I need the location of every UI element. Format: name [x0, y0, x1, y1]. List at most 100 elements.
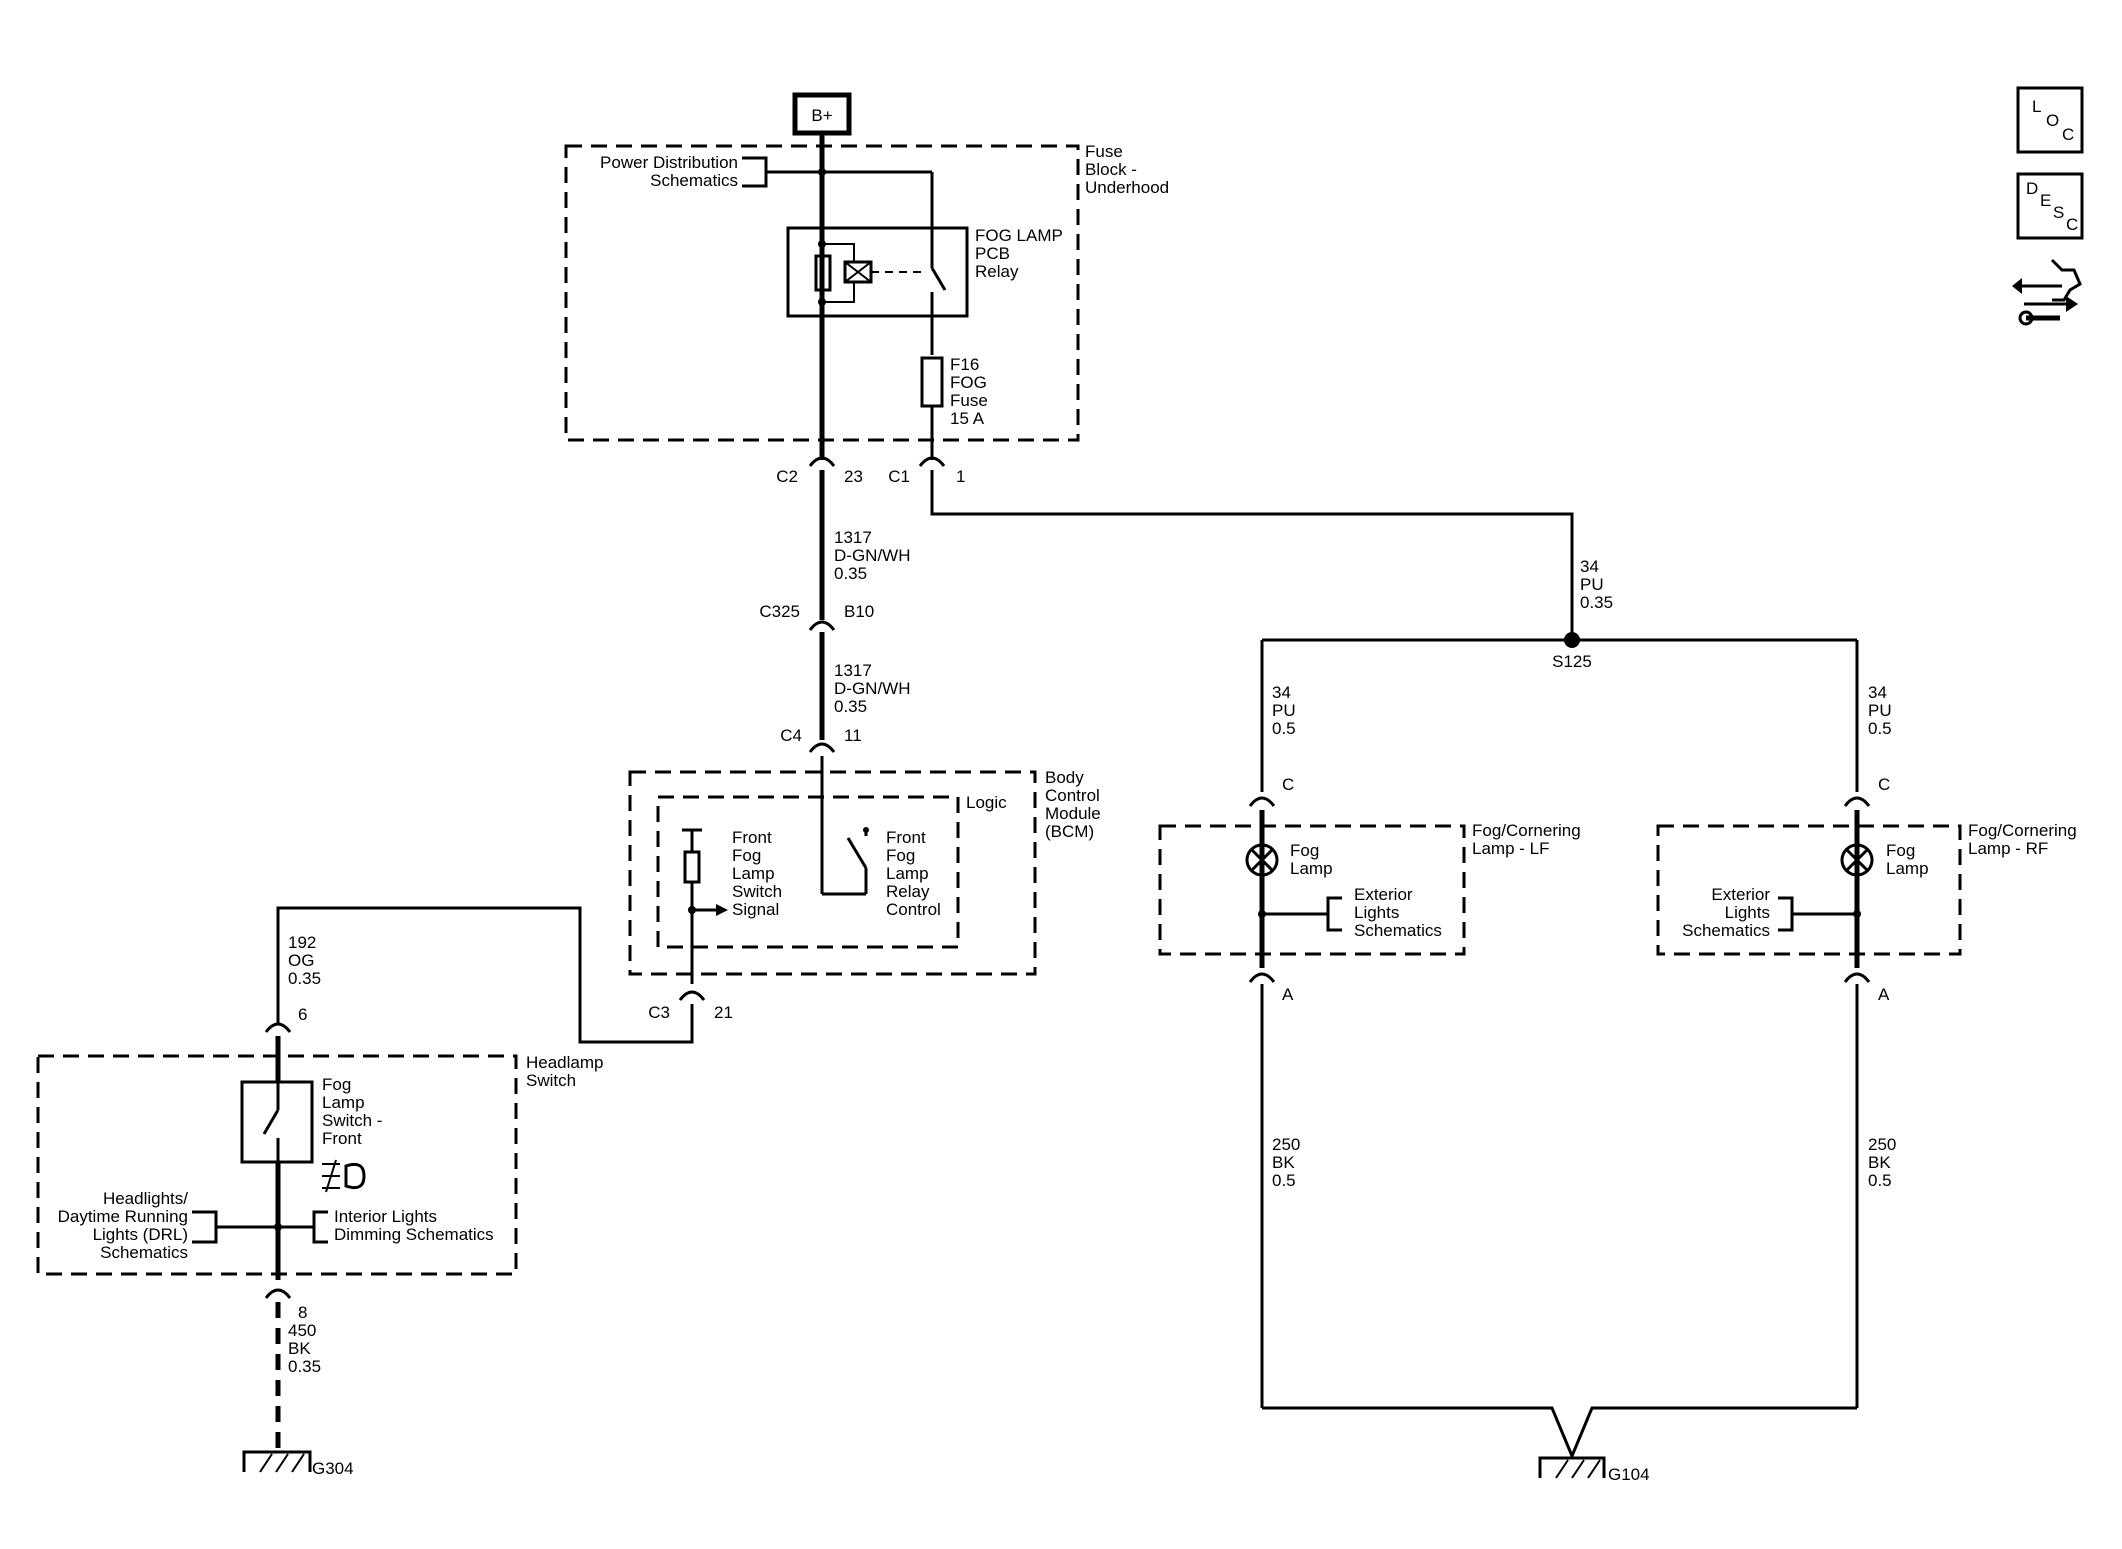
svg-text:Lamp - LF: Lamp - LF — [1472, 839, 1549, 858]
svg-text:Fog: Fog — [1290, 841, 1319, 860]
svg-text:Lamp: Lamp — [1290, 859, 1333, 878]
fog-lamp-symbol-icon — [322, 1159, 366, 1193]
svg-text:Front: Front — [886, 828, 926, 847]
svg-text:C3: C3 — [648, 1003, 670, 1022]
svg-text:O: O — [2046, 111, 2059, 130]
svg-text:(BCM): (BCM) — [1045, 822, 1094, 841]
wire-label-192: 192 OG 0.35 — [288, 933, 321, 988]
svg-text:Switch: Switch — [526, 1071, 576, 1090]
svg-text:Fog: Fog — [886, 846, 915, 865]
connector-rf-c: C — [1843, 775, 1890, 807]
svg-text:Headlights/: Headlights/ — [103, 1189, 188, 1208]
svg-text:PU: PU — [1272, 701, 1296, 720]
svg-text:34: 34 — [1580, 557, 1599, 576]
svg-text:Relay: Relay — [886, 882, 930, 901]
fog-cornering-lamp-lf: Fog/Cornering Lamp - LF — [1158, 821, 1581, 956]
svg-text:Schematics: Schematics — [100, 1243, 188, 1262]
wire-label-34-lf: 34 PU 0.5 — [1272, 683, 1296, 738]
fog-lamp-switch-front: Fog Lamp Switch - Front — [240, 1075, 382, 1164]
svg-text:Underhood: Underhood — [1085, 178, 1169, 197]
front-fog-lamp-switch-signal: Front Fog Lamp Switch Signal — [682, 828, 782, 984]
wire-label-250-rf: 250 BK 0.5 — [1868, 1135, 1896, 1190]
svg-text:0.35: 0.35 — [834, 564, 867, 583]
svg-text:L: L — [2032, 97, 2041, 116]
svg-text:0.35: 0.35 — [288, 1357, 321, 1376]
svg-text:BK: BK — [1868, 1153, 1891, 1172]
svg-text:C: C — [1282, 775, 1294, 794]
fog-cornering-lamp-rf: Fog/Cornering Lamp - RF — [1656, 821, 2077, 956]
svg-text:B10: B10 — [844, 602, 874, 621]
svg-text:Logic: Logic — [966, 793, 1007, 812]
desc-button[interactable]: D E S C — [2016, 172, 2084, 240]
svg-text:Daytime Running: Daytime Running — [58, 1207, 188, 1226]
svg-text:Control: Control — [886, 900, 941, 919]
svg-text:11: 11 — [844, 726, 862, 745]
wire-label-1317-a: 1317 D-GN/WH 0.35 — [834, 528, 910, 583]
svg-text:B+: B+ — [811, 106, 832, 125]
svg-text:PU: PU — [1580, 575, 1604, 594]
svg-text:Signal: Signal — [732, 900, 779, 919]
svg-text:C4: C4 — [780, 726, 802, 745]
connector-c2: C2 23 — [776, 456, 863, 486]
svg-text:FOG LAMP: FOG LAMP — [975, 226, 1063, 245]
svg-text:Lamp: Lamp — [886, 864, 929, 883]
connector-headlamp-pin-8: 8 — [264, 1288, 307, 1322]
fog-lamp-rf-bulb-icon: Fog Lamp — [1840, 841, 1929, 878]
wire-label-1317-b: 1317 D-GN/WH 0.35 — [834, 661, 910, 716]
svg-text:Interior Lights: Interior Lights — [334, 1207, 437, 1226]
svg-text:Lamp: Lamp — [732, 864, 775, 883]
navigation-icon[interactable] — [2012, 258, 2082, 326]
svg-text:G304: G304 — [312, 1459, 354, 1478]
svg-text:Lamp: Lamp — [322, 1093, 365, 1112]
body-control-module: Body Control Module (BCM) — [628, 768, 1101, 976]
connector-rf-a: A — [1843, 972, 1890, 1004]
svg-text:Lights (DRL): Lights (DRL) — [93, 1225, 188, 1244]
svg-text:0.5: 0.5 — [1272, 719, 1296, 738]
svg-text:C: C — [1878, 775, 1890, 794]
f16-fog-fuse: F16 FOG Fuse 15 A — [920, 355, 988, 460]
connector-c4: C4 11 — [780, 726, 862, 753]
svg-text:15 A: 15 A — [950, 409, 985, 428]
ground-g104: G104 — [1538, 1456, 1650, 1484]
svg-text:34: 34 — [1272, 683, 1291, 702]
interior-lights-dimming-schematics-ref: Interior Lights Dimming Schematics — [278, 1207, 494, 1244]
svg-text:Exterior: Exterior — [1354, 885, 1413, 904]
svg-text:F16: F16 — [950, 355, 979, 374]
svg-text:C1: C1 — [888, 467, 910, 486]
svg-text:Relay: Relay — [975, 262, 1019, 281]
svg-text:0.5: 0.5 — [1868, 1171, 1892, 1190]
loc-button[interactable]: L O C — [2016, 86, 2084, 154]
svg-text:C: C — [2062, 125, 2074, 144]
svg-text:C2: C2 — [776, 467, 798, 486]
svg-text:Exterior: Exterior — [1711, 885, 1770, 904]
svg-text:Body: Body — [1045, 768, 1084, 787]
svg-text:PU: PU — [1868, 701, 1892, 720]
svg-text:Lamp - RF: Lamp - RF — [1968, 839, 2048, 858]
svg-text:0.35: 0.35 — [834, 697, 867, 716]
svg-text:Fuse: Fuse — [950, 391, 988, 410]
svg-text:Module: Module — [1045, 804, 1101, 823]
svg-text:21: 21 — [714, 1003, 733, 1022]
wire-label-450: 450 BK 0.35 — [288, 1321, 321, 1376]
svg-text:Power Distribution: Power Distribution — [600, 153, 738, 172]
svg-text:0.5: 0.5 — [1868, 719, 1892, 738]
svg-text:250: 250 — [1868, 1135, 1896, 1154]
svg-text:G104: G104 — [1608, 1465, 1650, 1484]
fog-lamp-lf-bulb-icon: Fog Lamp — [1245, 841, 1333, 878]
front-fog-lamp-relay-control: Front Fog Lamp Relay Control — [822, 827, 941, 919]
svg-text:Switch -: Switch - — [322, 1111, 382, 1130]
ground-g304: G304 — [242, 1450, 354, 1478]
svg-text:A: A — [1878, 985, 1890, 1004]
fog-lamp-pcb-relay: FOG LAMP PCB Relay — [786, 172, 1063, 460]
svg-text:Lights: Lights — [1725, 903, 1770, 922]
svg-text:D-GN/WH: D-GN/WH — [834, 679, 910, 698]
svg-text:0.35: 0.35 — [288, 969, 321, 988]
svg-text:D: D — [2026, 179, 2038, 198]
svg-text:Fog: Fog — [322, 1075, 351, 1094]
svg-text:Fog: Fog — [1886, 841, 1915, 860]
svg-text:1: 1 — [956, 467, 965, 486]
svg-text:1317: 1317 — [834, 528, 872, 547]
svg-text:23: 23 — [844, 467, 863, 486]
svg-text:450: 450 — [288, 1321, 316, 1340]
svg-text:Lamp: Lamp — [1886, 859, 1929, 878]
